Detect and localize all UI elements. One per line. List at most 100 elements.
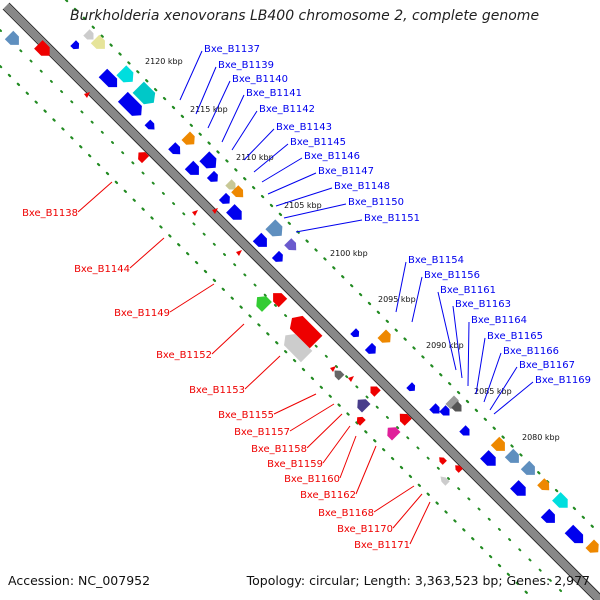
reverse-gene-arrow bbox=[330, 366, 336, 372]
reverse-gene-label: Bxe_B1171 bbox=[354, 540, 410, 551]
forward-gene-arrow bbox=[480, 450, 496, 466]
label-leader-line bbox=[437, 291, 457, 371]
reverse-gene-arrow bbox=[455, 465, 463, 473]
label-leader-line bbox=[221, 94, 245, 143]
label-leader-line bbox=[253, 143, 289, 173]
gene-labels: Bxe_B1137Bxe_B1139Bxe_B1140Bxe_B1141Bxe_… bbox=[22, 44, 591, 551]
forward-gene-label: Bxe_B1145 bbox=[290, 137, 346, 148]
forward-gene-label: Bxe_B1163 bbox=[455, 299, 511, 310]
reverse-gene-arrow bbox=[138, 152, 150, 164]
forward-gene-arrow bbox=[168, 142, 181, 155]
forward-gene-arrow bbox=[144, 119, 155, 130]
forward-gene-label: Bxe_B1165 bbox=[487, 331, 543, 342]
kbp-tick-label: 2080 kbp bbox=[522, 433, 560, 442]
forward-gene-arrow bbox=[117, 91, 142, 116]
forward-gene-label: Bxe_B1169 bbox=[535, 375, 591, 386]
forward-gene-arrow bbox=[90, 34, 105, 49]
forward-gene-arrow bbox=[181, 131, 195, 145]
label-leader-line bbox=[243, 128, 275, 161]
dotted-line-outer bbox=[64, 0, 600, 536]
label-leader-line bbox=[339, 435, 357, 479]
label-leader-line bbox=[231, 110, 258, 151]
reverse-gene-arrow bbox=[192, 210, 198, 216]
label-leader-line bbox=[295, 219, 363, 233]
label-leader-line bbox=[493, 381, 534, 415]
reverse-gene-label: Bxe_B1168 bbox=[318, 508, 374, 519]
reverse-gene-arrow bbox=[439, 457, 447, 465]
kbp-tick-label: 2090 kbp bbox=[426, 341, 464, 350]
forward-gene-arrow bbox=[490, 436, 505, 451]
forward-gene-arrow bbox=[83, 29, 94, 40]
label-leader-line bbox=[179, 50, 203, 101]
forward-gene-label: Bxe_B1167 bbox=[519, 360, 575, 371]
reverse-gene-label: Bxe_B1158 bbox=[251, 444, 307, 455]
forward-gene-arrow bbox=[439, 405, 450, 416]
label-leader-line bbox=[207, 80, 231, 129]
topology-text: Topology: circular; Length: 3,363,523 bp… bbox=[246, 573, 590, 588]
forward-gene-arrow bbox=[429, 403, 440, 414]
forward-gene-arrow bbox=[540, 508, 555, 523]
label-leader-line bbox=[275, 187, 333, 207]
label-leader-line bbox=[395, 261, 407, 313]
forward-gene-arrow bbox=[132, 81, 156, 105]
reverse-gene-arrow bbox=[348, 376, 354, 382]
label-leader-line bbox=[261, 157, 303, 183]
reverse-gene-arrow bbox=[356, 416, 366, 426]
forward-gene-label: Bxe_B1146 bbox=[304, 151, 360, 162]
reverse-gene-label: Bxe_B1162 bbox=[300, 490, 356, 501]
forward-gene-arrow bbox=[504, 448, 519, 463]
reverse-gene-arrow bbox=[440, 476, 450, 486]
reverse-gene-label: Bxe_B1152 bbox=[156, 350, 212, 361]
forward-gene-arrow bbox=[34, 40, 50, 56]
forward-gene-arrow bbox=[459, 425, 470, 436]
forward-gene-arrow bbox=[585, 539, 599, 553]
reverse-gene-arrow bbox=[370, 386, 381, 397]
forward-gene-arrow bbox=[377, 329, 391, 343]
kbp-tick-label: 2115 kbp bbox=[190, 105, 228, 114]
dotted-line-inner bbox=[0, 64, 536, 600]
forward-gene-arrow bbox=[537, 478, 550, 491]
label-leader-line bbox=[306, 413, 343, 449]
forward-gene-arrow bbox=[520, 460, 535, 475]
reverse-gene-arrow bbox=[273, 293, 288, 308]
reverse-gene-arrow bbox=[84, 92, 90, 98]
reverse-gene-label: Bxe_B1170 bbox=[337, 524, 393, 535]
accession-text: Accession: NC_007952 bbox=[8, 573, 151, 588]
forward-gene-label: Bxe_B1148 bbox=[334, 181, 390, 192]
label-leader-line bbox=[273, 393, 317, 415]
kbp-tick-label: 2095 kbp bbox=[378, 295, 416, 304]
forward-gene-label: Bxe_B1161 bbox=[440, 285, 496, 296]
forward-gene-arrow bbox=[184, 160, 199, 175]
label-leader-line bbox=[355, 445, 377, 495]
forward-gene-arrow bbox=[406, 382, 416, 392]
forward-gene-label: Bxe_B1166 bbox=[503, 346, 559, 357]
forward-gene-label: Bxe_B1137 bbox=[204, 44, 260, 55]
reverse-gene-arrow bbox=[256, 296, 272, 312]
reverse-gene-arrow bbox=[284, 334, 313, 363]
forward-gene-arrow bbox=[226, 204, 242, 220]
forward-gene-arrow bbox=[218, 192, 230, 204]
reverse-gene-label: Bxe_B1149 bbox=[114, 308, 170, 319]
reverse-gene-label: Bxe_B1138 bbox=[22, 208, 78, 219]
forward-gene-arrow bbox=[231, 185, 244, 198]
label-leader-line bbox=[392, 493, 423, 529]
label-leader-line bbox=[283, 203, 347, 219]
label-leader-line bbox=[77, 181, 113, 213]
forward-gene-label: Bxe_B1154 bbox=[408, 255, 464, 266]
label-leader-line bbox=[267, 172, 317, 195]
reverse-gene-arrow bbox=[357, 399, 371, 413]
forward-gene-label: Bxe_B1147 bbox=[318, 166, 374, 177]
forward-gene-label: Bxe_B1141 bbox=[246, 88, 302, 99]
reverse-gene-label: Bxe_B1153 bbox=[189, 385, 245, 396]
label-leader-line bbox=[411, 276, 423, 323]
label-leader-line bbox=[129, 237, 165, 269]
reverse-gene-label: Bxe_B1155 bbox=[218, 410, 274, 421]
reverse-gene-label: Bxe_B1157 bbox=[234, 427, 290, 438]
forward-gene-arrow bbox=[284, 238, 297, 251]
forward-gene-label: Bxe_B1150 bbox=[348, 197, 404, 208]
